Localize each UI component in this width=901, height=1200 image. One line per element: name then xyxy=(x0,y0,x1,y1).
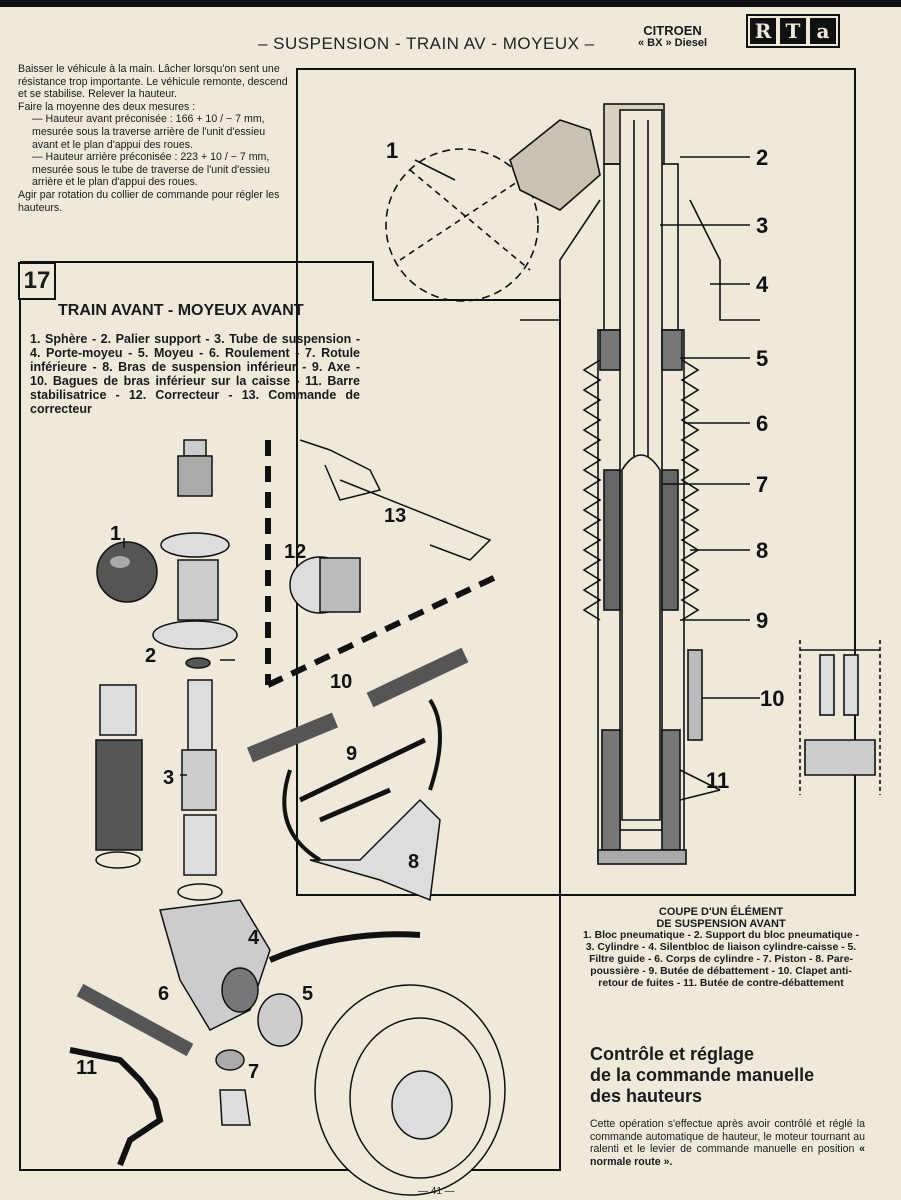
exploded-callout-2: 2 xyxy=(145,645,156,667)
cutaway-callout-4: 4 xyxy=(756,272,769,297)
cutaway-title-line1: COUPE D'UN ÉLÉMENT xyxy=(658,906,784,918)
logo-letter-r: R xyxy=(750,18,776,44)
figure-number: 17 xyxy=(18,262,56,300)
sphere-support xyxy=(509,119,601,211)
support-palier xyxy=(152,620,238,650)
top-border-bar xyxy=(0,0,901,7)
section-heading-line2: de la commande manuelle xyxy=(590,1065,815,1085)
brand-name: CITROEN xyxy=(643,23,702,38)
section-body-bold: « normale route ». xyxy=(590,1143,865,1168)
logo-letter-a: a xyxy=(810,18,836,44)
exploded-callout-4: 4 xyxy=(248,927,260,949)
cutaway-callout-10: 10 xyxy=(760,686,784,711)
section-heading-line1: Contrôle et réglage xyxy=(590,1044,755,1064)
exploded-callout-5: 5 xyxy=(302,983,313,1005)
cutaway-callout-1: 1 xyxy=(386,138,398,163)
figure-legend: 1. Sphère - 2. Palier support - 3. Tube … xyxy=(30,332,360,416)
suspension-arm-part xyxy=(309,798,441,902)
cutaway-callout-5: 5 xyxy=(756,346,768,371)
intro-paragraph-1: Baisser le véhicule à la main. Lâcher lo… xyxy=(18,63,288,101)
intro-text: Baisser le véhicule à la main. Lâcher lo… xyxy=(18,63,288,214)
cutaway-callout-6: 6 xyxy=(756,411,768,436)
cutaway-callout-7: 7 xyxy=(756,472,768,497)
exploded-callout-6: 6 xyxy=(158,983,169,1005)
clapet-detail xyxy=(799,640,881,795)
rta-logo: R T a xyxy=(746,14,840,48)
figure17-frame xyxy=(19,261,561,1171)
cutaway-legend: 1. Bloc pneumatique - 2. Support du bloc… xyxy=(583,930,859,989)
intro-paragraph-5: Agir par rotation du collier de commande… xyxy=(18,188,280,214)
exploded-callout-1: 1 xyxy=(110,523,121,545)
section-body-text: Cette opération s'effectue après avoir c… xyxy=(590,1118,865,1155)
cutaway-callouts: 1 2 3 4 5 6 7 8 9 10 11 xyxy=(386,138,784,793)
exploded-callout-10: 10 xyxy=(330,671,352,693)
exploded-callout-9: 9 xyxy=(346,743,357,765)
logo-letter-t: T xyxy=(780,18,806,44)
cutaway-callout-8: 8 xyxy=(756,538,768,563)
exploded-callout-12: 12 xyxy=(284,541,306,563)
exploded-callout-8: 8 xyxy=(408,851,419,873)
exploded-view-drawing xyxy=(69,439,506,1196)
porte-moyeu-part xyxy=(159,899,271,1031)
intro-rear-height: — Hauteur arrière préconisée : 223 + 10 … xyxy=(32,151,270,189)
cutaway-panel-frame xyxy=(296,68,856,896)
sphere-outline xyxy=(385,148,539,302)
intro-front-height: — Hauteur avant préconisée : 166 + 10 / … xyxy=(32,113,266,151)
cutaway-callout-9: 9 xyxy=(756,608,768,633)
exploded-callout-7: 7 xyxy=(248,1061,259,1083)
cutaway-callout-3: 3 xyxy=(756,213,768,238)
page-header-title: – SUSPENSION - TRAIN AV - MOYEUX – xyxy=(258,34,595,53)
cutaway-title-line2: DE SUSPENSION AVANT xyxy=(656,918,786,930)
exploded-callout-3: 3 xyxy=(163,767,174,789)
section-body: Cette opération s'effectue après avoir c… xyxy=(590,1118,865,1168)
page-number: — 41 — xyxy=(418,1186,455,1197)
brand-model: « BX » Diesel xyxy=(638,37,708,49)
section-heading: Contrôle et réglage de la commande manue… xyxy=(590,1044,814,1107)
cutaway-callout-2: 2 xyxy=(756,145,768,170)
brand-block: CITROEN « BX » Diesel xyxy=(638,24,707,50)
exploded-callout-11: 11 xyxy=(76,1057,97,1079)
sphere-part xyxy=(96,541,158,603)
suspension-cutaway-drawing xyxy=(385,103,881,865)
cutaway-callout-11: 11 xyxy=(706,768,729,793)
figure-title: TRAIN AVANT - MOYEUX AVANT xyxy=(58,302,304,319)
exploded-callouts: 1 2 3 4 5 6 7 8 9 10 11 12 13 xyxy=(76,505,419,1083)
section-heading-line3: des hauteurs xyxy=(590,1086,703,1106)
intro-paragraph-2: Faire la moyenne des deux mesures : xyxy=(18,100,196,113)
cutaway-title: COUPE D'UN ÉLÉMENT DE SUSPENSION AVANT xyxy=(578,906,864,930)
exploded-callout-13: 13 xyxy=(384,505,406,527)
